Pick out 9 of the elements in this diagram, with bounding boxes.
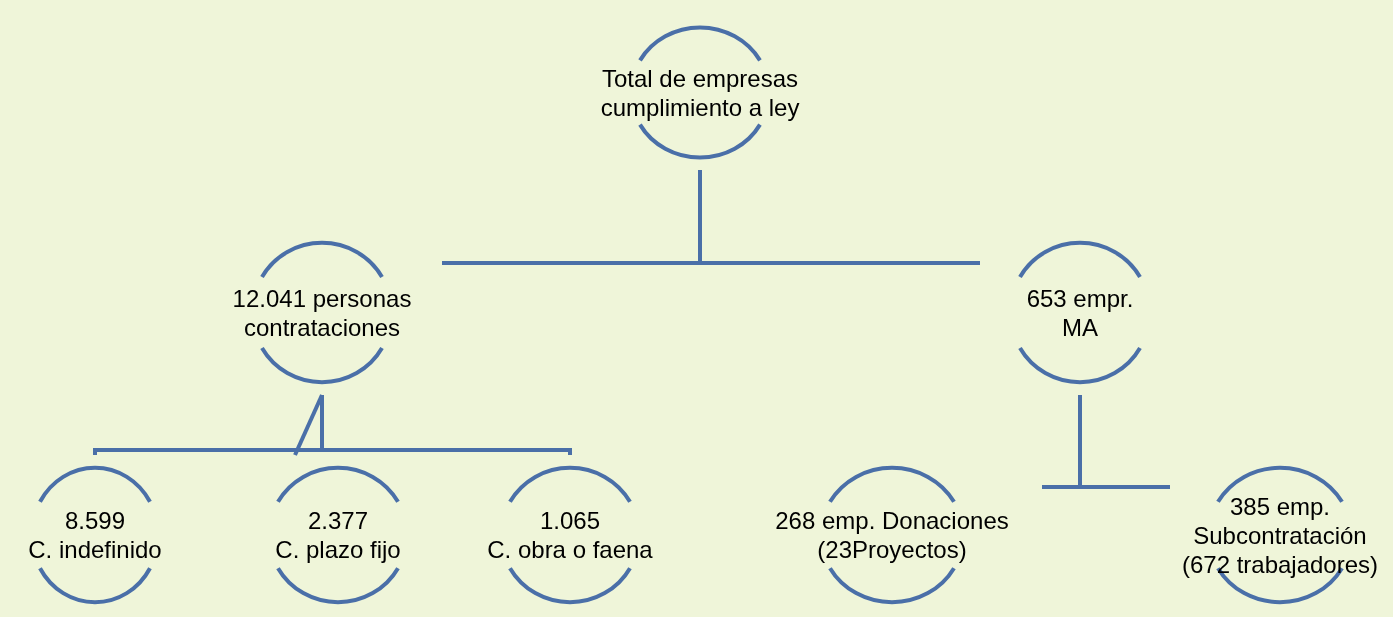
node-label: Total de empresas cumplimiento a ley (600, 63, 800, 122)
node-label: 12.041 personas contrataciones (232, 283, 412, 342)
node-label: 385 emp. Subcontratación (672 trabajadores) (1181, 491, 1379, 579)
node-label: 268 emp. Donaciones (23Proyectos) (775, 506, 1009, 564)
node-label: 2.377 C. plazo fijo (275, 506, 401, 564)
connector-line (293, 394, 324, 456)
node-label: 653 empr. MA (1026, 283, 1134, 342)
node-label: 8.599 C. indefinido (28, 506, 162, 564)
node-label: 1.065 C. obra o faena (487, 506, 653, 564)
